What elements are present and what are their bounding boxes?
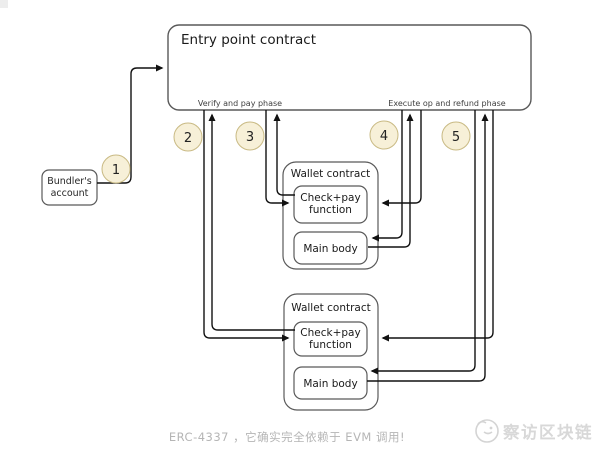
arrow-verify-return-lower-checkpay [208,113,295,331]
bundler-account-box [41,169,98,206]
watermark-text: 察访区块链 [502,422,593,442]
arrow-verify-call-upper-checkpay [265,110,290,207]
arrow-execute-call-upper-mainbody [371,110,403,242]
execute-refund-phase-label: Execute op and refund phase [388,99,505,108]
arrow-execute-call-lower-mainbody [370,110,476,375]
check-pay-upper-label-line2: function [309,204,352,216]
bundler-account-label-line1: Bundler's [47,176,92,187]
step-2-number: 2 [184,131,192,146]
main-body-lower-box [293,366,368,400]
entry-point-contract-box [167,24,532,111]
step-5-number: 5 [452,130,460,145]
arrow-verify-call-lower-checkpay [203,110,290,342]
corner-artifact [0,0,8,8]
arrow-execute-return-lower-mainbody [367,113,489,382]
check-pay-lower-label-line1: Check+pay [300,327,360,339]
step-badge-4: 4 [369,120,399,150]
check-pay-lower-box [293,321,368,357]
check-pay-lower-label-line2: function [309,339,352,351]
arrow-refund-upper-checkpay [381,110,422,207]
arrow-execute-return-upper-mainbody [368,113,414,248]
main-body-lower-label: Main body [303,378,357,390]
caption-text: ERC-4337 ，它确实完全依赖于 EVM 调用! [169,430,405,444]
step-badge-1: 1 [101,154,131,184]
main-body-upper-label: Main body [303,243,357,255]
arrow-refund-lower-checkpay [381,110,494,342]
bundler-account-label-line2: account [51,188,89,199]
step-3-number: 3 [246,130,254,145]
step-badge-2: 2 [173,122,203,152]
step-badge-5: 5 [441,121,471,151]
wallet-contract-lower-title: Wallet contract [291,302,371,314]
wallet-contract-upper-title: Wallet contract [291,168,371,180]
watermark-face-icon [475,419,499,443]
check-pay-upper-label-line1: Check+pay [300,192,360,204]
check-pay-upper-box [293,185,368,224]
arrow-bundler-to-entry [97,64,164,184]
watermark-logo: 察访区块链 [475,419,593,443]
step-badge-3: 3 [235,121,265,151]
entry-point-title: Entry point contract [181,32,316,48]
verify-pay-phase-label: Verify and pay phase [198,99,282,108]
main-body-upper-box [293,231,368,265]
step-1-number: 1 [112,163,120,178]
step-4-number: 4 [380,129,388,144]
arrow-verify-return-upper-checkpay [273,113,295,196]
